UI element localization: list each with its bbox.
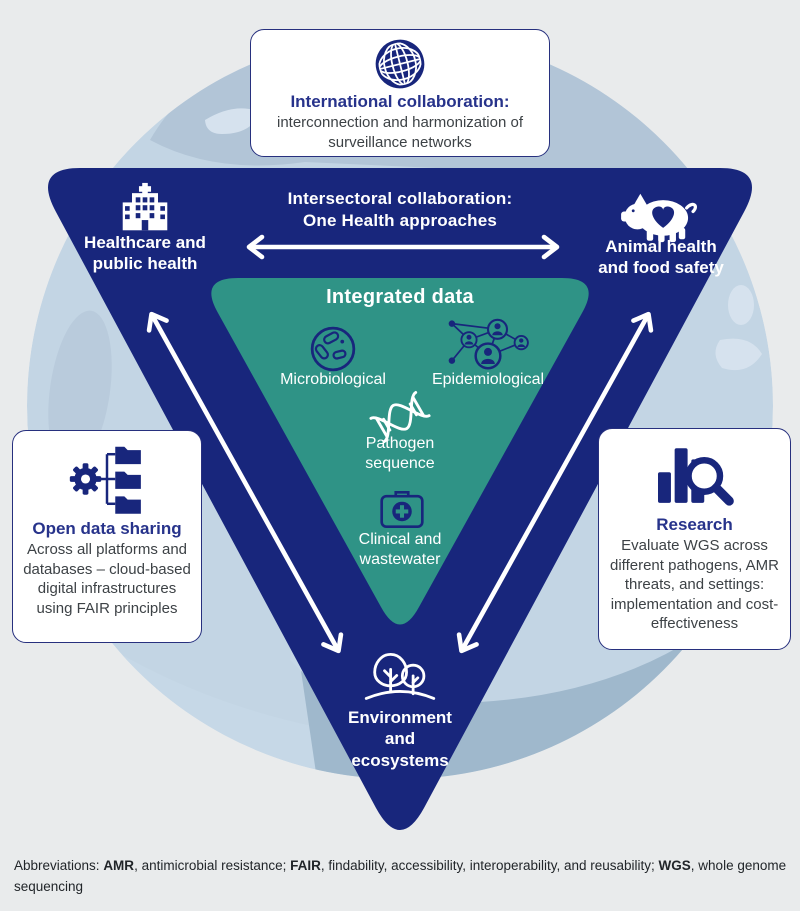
epidemiological-label: Epidemiological	[431, 371, 545, 388]
dna-icon	[369, 391, 431, 443]
intersectoral-label: Intersectoral collaboration: One Health …	[287, 189, 513, 231]
international-collaboration-box: International collaboration: interconnec…	[250, 29, 550, 157]
pathogen-sequence-label: Pathogen sequence	[365, 435, 435, 472]
hospital-icon	[119, 182, 171, 234]
pig-icon	[616, 188, 706, 245]
open-data-body: Across all platforms and databases – clo…	[23, 541, 191, 617]
microbiological-icon	[307, 324, 359, 374]
right-diagonal-arrow	[456, 311, 654, 654]
left-diagonal-arrow	[146, 311, 344, 654]
animal-label: Animal health and food safety	[598, 237, 724, 278]
abbreviations: Abbreviations: AMR, antimicrobial resist…	[14, 858, 787, 894]
environment-label: Environment and ecosystems	[348, 708, 452, 770]
top-box-title: International collaboration:	[290, 92, 510, 111]
globe-icon	[259, 38, 541, 90]
first-aid-kit-icon	[377, 487, 427, 532]
research-title: Research	[656, 515, 733, 534]
microbiological-label: Microbiological	[280, 371, 386, 388]
chart-magnifier-icon	[607, 439, 782, 513]
top-box-body: interconnection and harmonization of sur…	[277, 114, 523, 151]
trees-icon	[362, 645, 438, 705]
collaboration-arrows	[146, 234, 654, 654]
research-box: Research Evaluate WGS across different p…	[598, 428, 791, 650]
epidemiological-icon	[443, 316, 533, 373]
integrated-data-title: Integrated data	[326, 286, 474, 308]
research-body: Evaluate WGS across different pathogens,…	[610, 537, 779, 632]
gear-folders-icon	[21, 441, 193, 517]
open-data-title: Open data sharing	[32, 519, 182, 538]
clinical-wastewater-label: Clinical and wastewater	[358, 531, 442, 568]
healthcare-label: Healthcare and public health	[84, 233, 206, 274]
open-data-sharing-box: Open data sharing Across all platforms a…	[12, 430, 202, 643]
